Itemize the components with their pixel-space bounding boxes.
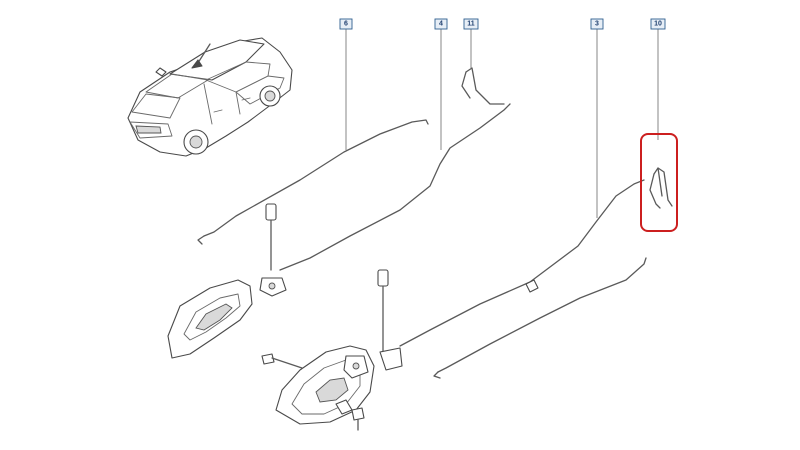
rod-3 (399, 179, 645, 347)
lock-rod-lower (377, 269, 403, 371)
rod-6 (197, 119, 429, 245)
callout-leaders (345, 27, 659, 218)
callout-6: 6 (339, 18, 353, 30)
car-illustration (127, 37, 293, 157)
callout-10: 10 (650, 18, 666, 30)
callout-4: 4 (434, 18, 448, 30)
clip-10 (649, 167, 673, 209)
callout-3-label: 3 (595, 21, 599, 28)
callout-4-label: 4 (439, 21, 443, 28)
callout-6-label: 6 (344, 21, 348, 28)
callout-10-label: 10 (654, 21, 662, 28)
callout-11-label: 11 (467, 21, 475, 28)
clip-11 (461, 67, 505, 105)
interior-door-handle (167, 279, 253, 359)
lock-rod-upper (259, 203, 287, 297)
rod-connector (525, 279, 539, 293)
highlight-box-10 (640, 133, 678, 232)
lower-rod (433, 257, 647, 379)
rod-4 (279, 103, 511, 271)
door-lock-mechanism (261, 345, 375, 431)
callout-3: 3 (590, 18, 604, 30)
callout-11: 11 (463, 18, 479, 30)
